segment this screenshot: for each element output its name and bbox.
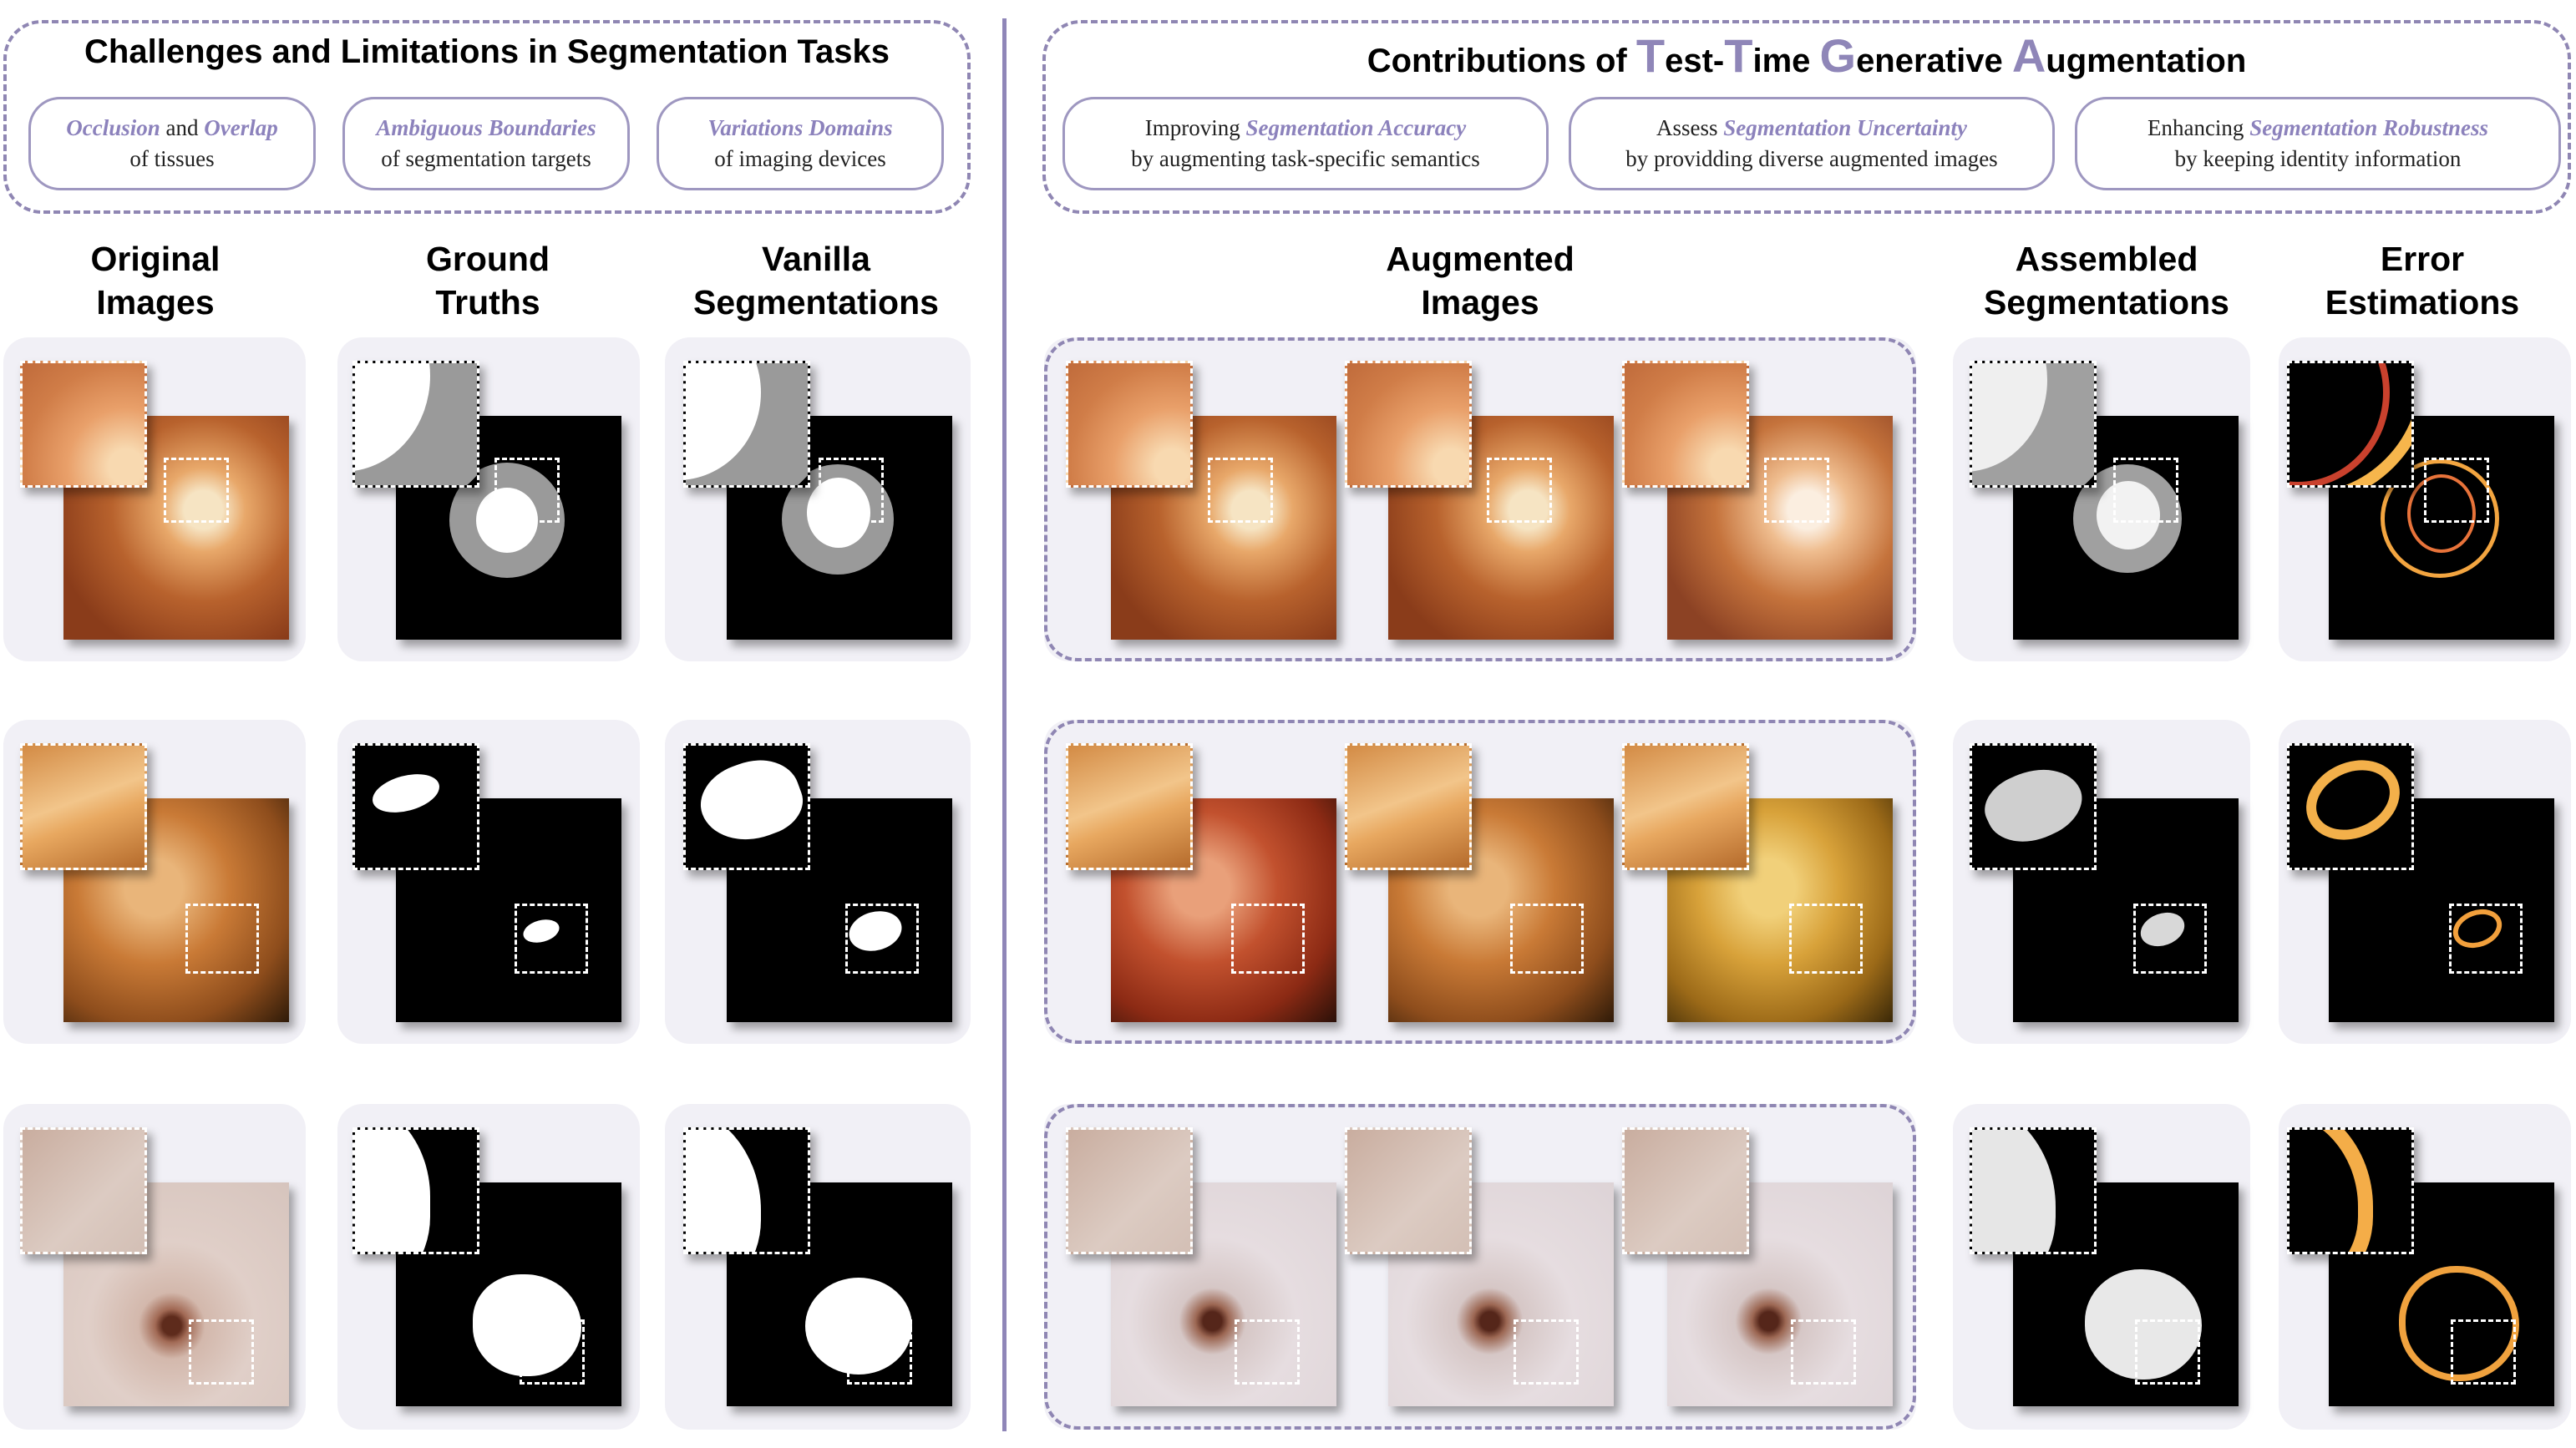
- fundus-assembled-inset: [1970, 361, 2097, 488]
- fundus-original-zoom-box: [164, 458, 229, 523]
- vanilla-inset-polyp: [690, 747, 812, 854]
- fundus-error-zoom-box: [2424, 458, 2489, 523]
- assembled-cup: [2097, 481, 2160, 549]
- assembled-lesion: [2085, 1269, 2202, 1380]
- skin-vanilla-zoom-box: [847, 1319, 912, 1385]
- skin-aug1-zoom-box: [1235, 1319, 1300, 1385]
- gt-inset-polyp: [368, 767, 444, 819]
- skin-aug2-inset: [1345, 1127, 1472, 1254]
- skin-aug1-inset: [1066, 1127, 1193, 1254]
- challenge-pill-domains: Variations Domains of imaging devices: [657, 97, 944, 190]
- challenge-pill-occlusion: Occlusion and Overlap of tissues: [28, 97, 316, 190]
- endo-original-zoom-box: [185, 904, 259, 974]
- skin-assembled-zoom-box: [2135, 1319, 2200, 1385]
- endo-gt-inset: [352, 743, 479, 870]
- challenges-title: Challenges and Limitations in Segmentati…: [84, 33, 890, 70]
- contributions-title: Contributions of Test-Time Generative Au…: [1367, 29, 2247, 82]
- assembled-inset-polyp: [1975, 753, 2092, 857]
- skin-gt-inset: [352, 1127, 479, 1254]
- section-divider: [1002, 18, 1007, 1431]
- skin-vanilla-inset: [683, 1127, 810, 1254]
- endo-aug1-zoom-box: [1231, 904, 1305, 974]
- fundus-aug3-zoom-box: [1764, 458, 1829, 523]
- gt-inset-lesion: [355, 1130, 430, 1252]
- endo-assembled-zoom-box: [2133, 904, 2207, 974]
- assembled-inset-lesion: [1972, 1130, 2056, 1252]
- skin-original-inset: [20, 1127, 147, 1254]
- skin-aug2-zoom-box: [1514, 1319, 1579, 1385]
- challenges-box: [3, 20, 971, 214]
- skin-gt-zoom-box: [520, 1319, 585, 1385]
- fundus-aug2-inset: [1345, 361, 1472, 488]
- challenge-pill-boundaries: Ambiguous Boundaries of segmentation tar…: [342, 97, 630, 190]
- endo-error-zoom-box: [2449, 904, 2523, 974]
- endo-aug3-inset: [1622, 743, 1749, 870]
- error-lesion-ring: [2399, 1266, 2519, 1381]
- skin-error-zoom-box: [2451, 1319, 2516, 1385]
- fundus-aug1-inset: [1066, 361, 1193, 488]
- error-inset-polyp-ring: [2293, 745, 2413, 855]
- endo-aug1-inset: [1066, 743, 1193, 870]
- endo-aug2-zoom-box: [1510, 904, 1584, 974]
- fundus-aug3-inset: [1622, 361, 1749, 488]
- contribution-pill-robustness: Enhancing Segmentation Robustness by kee…: [2075, 97, 2561, 190]
- endo-error-inset: [2287, 743, 2414, 870]
- gt-lesion: [473, 1274, 581, 1376]
- endo-vanilla-inset: [683, 743, 812, 870]
- fundus-vanilla-inset: [683, 361, 810, 488]
- skin-assembled-inset: [1970, 1127, 2097, 1254]
- fundus-gt-inset: [352, 361, 479, 488]
- endo-original-inset: [20, 743, 147, 870]
- error-inner-ring: [2407, 474, 2476, 553]
- contribution-pill-uncertainty: Assess Segmentation Uncertainty by provi…: [1569, 97, 2055, 190]
- augmented-box-row2: [1044, 720, 1916, 1044]
- error-outer-ring: [2381, 459, 2499, 578]
- fundus-gt-zoom-box: [494, 458, 560, 523]
- endo-vanilla-zoom-box: [845, 904, 919, 974]
- contributions-box: [1042, 20, 2571, 214]
- endo-aug3-zoom-box: [1789, 904, 1863, 974]
- endo-aug2-inset: [1345, 743, 1472, 870]
- skin-vanilla-mask: [727, 1182, 952, 1406]
- augmented-box-row3: [1044, 1104, 1916, 1430]
- fundus-assembled-zoom-box: [2113, 458, 2178, 523]
- fundus-error-map: [2329, 416, 2554, 640]
- error-inset-lesion-ring: [2289, 1130, 2373, 1252]
- contribution-pill-accuracy: Improving Segmentation Accuracy by augme…: [1062, 97, 1549, 190]
- augmented-box-row1: [1044, 337, 1916, 661]
- skin-aug3-inset: [1622, 1127, 1749, 1254]
- fundus-original-inset: [20, 361, 147, 488]
- vanilla-lesion: [805, 1278, 912, 1375]
- fundus-error-inset: [2287, 361, 2414, 488]
- fundus-vanilla-zoom-box: [819, 458, 884, 523]
- skin-aug3-zoom-box: [1791, 1319, 1856, 1385]
- skin-error-inset: [2287, 1127, 2414, 1254]
- endo-gt-zoom-box: [515, 904, 588, 974]
- skin-original-zoom-box: [189, 1319, 254, 1385]
- fundus-aug1-zoom-box: [1208, 458, 1273, 523]
- vanilla-cup: [807, 478, 870, 548]
- vanilla-inset-lesion: [686, 1130, 761, 1252]
- fundus-aug2-zoom-box: [1487, 458, 1552, 523]
- endo-assembled-inset: [1970, 743, 2097, 870]
- fundus-vanilla-mask: [727, 416, 952, 640]
